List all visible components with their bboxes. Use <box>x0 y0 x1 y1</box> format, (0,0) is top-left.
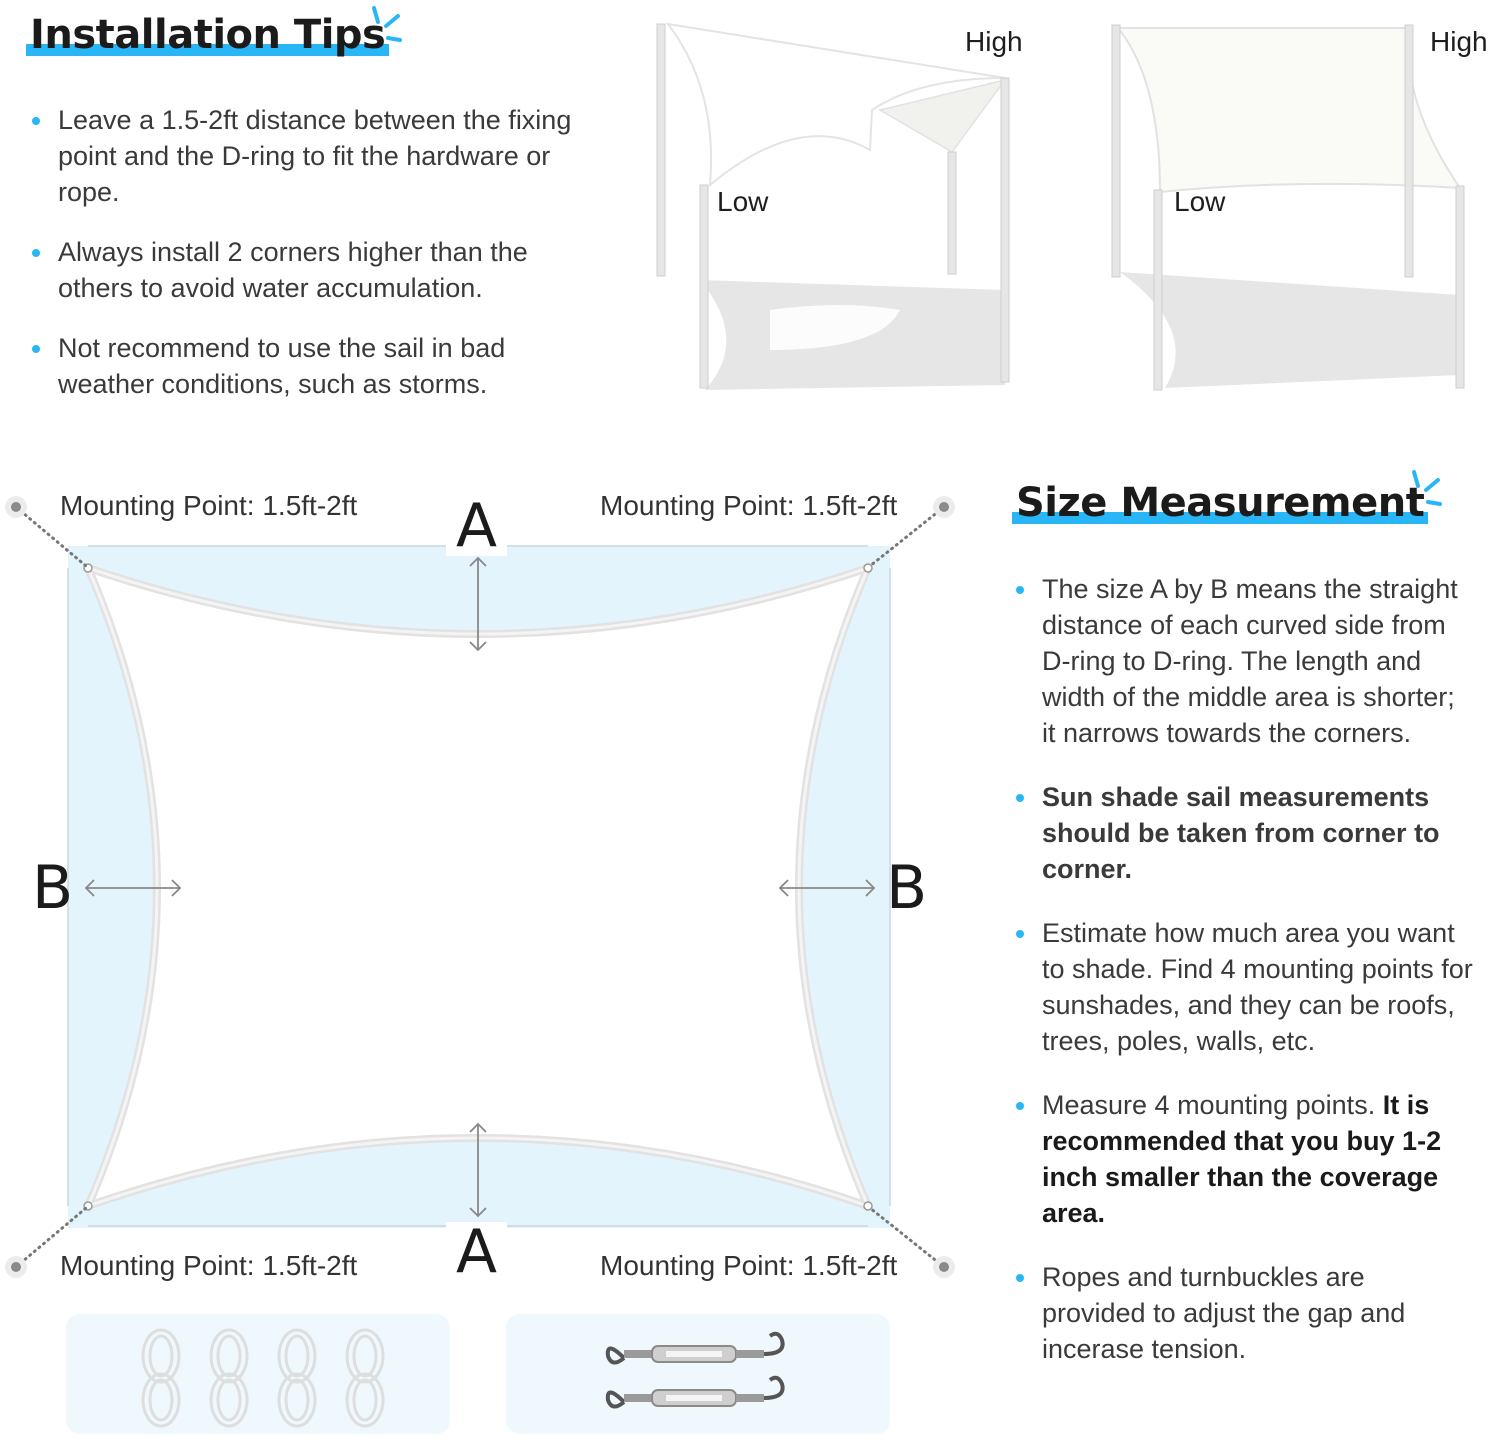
mounting-point-icon <box>5 496 27 518</box>
d-ring-icon <box>863 563 873 573</box>
installation-tips-heading: Installation Tips <box>26 12 390 58</box>
size-measurement-heading: Size Measurement <box>1012 480 1429 526</box>
triangle-low-label: Low <box>717 186 769 217</box>
pole <box>947 151 957 275</box>
turnbuckles-box <box>506 1314 890 1434</box>
sail-measurement-diagram <box>5 496 955 1278</box>
size-measurement-title: Size Measurement <box>1016 480 1425 526</box>
pole <box>1404 24 1414 278</box>
sail-shape <box>665 22 1006 188</box>
pole <box>699 184 709 389</box>
triangle-high-label: High <box>965 26 1023 57</box>
dimension-b-right: B <box>886 853 928 923</box>
mounting-point-label-bottom-right: Mounting Point: 1.5ft-2ft <box>600 1250 898 1281</box>
pole <box>1153 189 1163 391</box>
mounting-point-label-bottom-left: Mounting Point: 1.5ft-2ft <box>60 1250 358 1281</box>
installation-tips-title: Installation Tips <box>30 12 386 58</box>
ropes-box <box>66 1314 450 1434</box>
size-point-4: Measure 4 mounting points. It is recomme… <box>1014 1087 1474 1231</box>
mounting-point-icon <box>5 1256 27 1278</box>
pole <box>1000 77 1010 383</box>
rectangle-high-label: High <box>1430 26 1488 57</box>
rectangle-low-label: Low <box>1174 186 1226 217</box>
sparkle-icon <box>1412 470 1442 506</box>
size-point-4-bold: It is recommended that you buy 1-2 inch … <box>1042 1090 1442 1228</box>
heading-underline <box>26 44 390 56</box>
pole <box>1455 185 1465 389</box>
size-measurement-list: The size A by B means the straight dista… <box>1014 571 1474 1395</box>
arrow-horizontal-icon <box>778 879 876 897</box>
sail-shape <box>1115 27 1462 194</box>
pole <box>656 23 666 277</box>
sail-underside <box>878 78 1007 153</box>
mounting-point-label-top-right: Mounting Point: 1.5ft-2ft <box>600 490 898 521</box>
triangle-install-diagram <box>656 22 1010 390</box>
d-ring-icon <box>863 1201 873 1211</box>
rope-coil-icon <box>141 1328 385 1428</box>
heading-underline <box>1012 512 1429 524</box>
size-point-2: Sun shade sail measurements should be ta… <box>1014 779 1474 887</box>
size-point-5: Ropes and turnbuckles are provided to ad… <box>1014 1259 1474 1367</box>
arrow-horizontal-icon <box>84 879 182 897</box>
size-point-3: Estimate how much area you want to shade… <box>1014 915 1474 1059</box>
turnbuckle-icon <box>605 1331 785 1409</box>
arrow-vertical-icon <box>469 1122 487 1218</box>
sail-shape <box>84 564 872 1210</box>
size-point-4-text: Measure 4 mounting points. <box>1042 1090 1383 1120</box>
arrow-vertical-icon <box>469 556 487 652</box>
tip-item: Leave a 1.5-2ft distance between the fix… <box>30 102 590 210</box>
size-point-1: The size A by B means the straight dista… <box>1014 571 1474 751</box>
dimension-b-left: B <box>32 853 74 923</box>
tip-item: Always install 2 corners higher than the… <box>30 234 590 306</box>
sail-shadow-inner <box>770 305 900 350</box>
sail-shadow <box>1120 272 1460 388</box>
dimension-a-bottom: A <box>446 1222 508 1282</box>
mounting-point-icon <box>933 496 955 518</box>
installation-tips-list: Leave a 1.5-2ft distance between the fix… <box>30 102 590 426</box>
dimension-a-top: A <box>446 496 508 556</box>
pole <box>1111 24 1121 278</box>
mounting-point-icon <box>933 1256 955 1278</box>
tip-item: Not recommend to use the sail in bad wea… <box>30 330 590 402</box>
sparkle-icon <box>372 6 402 42</box>
rectangle-install-diagram <box>1111 24 1465 391</box>
mounting-point-label-top-left: Mounting Point: 1.5ft-2ft <box>60 490 358 521</box>
